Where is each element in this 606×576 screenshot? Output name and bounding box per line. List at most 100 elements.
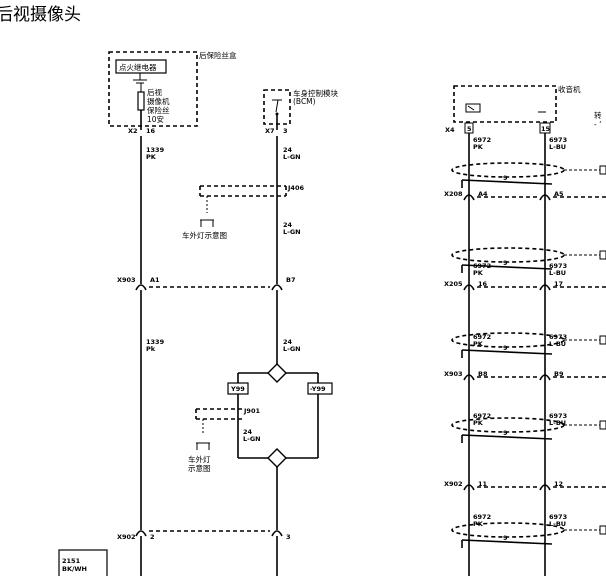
option-not-y99: -Y99 xyxy=(310,385,326,393)
connector-pin-a: B8 xyxy=(478,370,488,378)
connector-id: X205 xyxy=(444,280,463,288)
fuse-connector: X2 xyxy=(128,127,138,135)
connector-arc xyxy=(463,194,475,201)
page-title: 后视摄像头 xyxy=(0,5,81,25)
wire-bottom-color: BK/WH xyxy=(62,565,87,573)
wire-b1-number: 24 xyxy=(283,146,293,154)
ignition-relay-label: 点火继电器 xyxy=(119,62,157,72)
connector-pin-a: 16 xyxy=(478,280,488,288)
connector-arc xyxy=(463,284,475,291)
cut-text-2: - ‘ xyxy=(594,120,601,129)
rear-fuse-box-label: 后保险丝盒 xyxy=(199,50,237,60)
exterior-light-ref-1: 车外灯示意图 xyxy=(182,230,227,240)
splice-j406: J406 xyxy=(287,184,304,192)
wire-a2-color: Pk xyxy=(146,345,156,353)
exterior-light-ref-2-line-1: 车外灯 xyxy=(188,454,211,464)
connector-arc xyxy=(539,284,551,291)
wire-b2-number: 24 xyxy=(283,221,293,229)
twist-line xyxy=(461,264,553,270)
radio-pin-a: 5 xyxy=(467,125,472,133)
x903-connector: X903 xyxy=(117,276,136,284)
twist-line xyxy=(461,539,553,545)
wire-bu-color: L-BU xyxy=(549,143,566,151)
fuse-line-4: 10安 xyxy=(147,114,165,124)
connector-pin-b: B9 xyxy=(554,370,564,378)
x902-pin-b: 3 xyxy=(286,533,291,541)
wire-bu-number: 6973 xyxy=(549,262,567,270)
wire-b4-color: L-GN xyxy=(243,435,261,443)
shield-drain-terminal xyxy=(599,335,606,345)
option-y99: Y99 xyxy=(230,385,245,393)
shield-drain-terminal xyxy=(599,250,606,260)
wire-pk-color: PK xyxy=(473,419,484,427)
x903-pin-b: B7 xyxy=(286,276,295,284)
connector-pin-b: A5 xyxy=(554,190,564,198)
rear-camera-fuse xyxy=(137,91,145,111)
connector-id: X902 xyxy=(444,480,463,488)
ignition-relay xyxy=(115,59,167,74)
connector-pin-b: 12 xyxy=(554,480,563,488)
bcm-sub-label: (BCM) xyxy=(293,97,316,106)
twist-line xyxy=(461,179,553,185)
wire-bu-number: 6973 xyxy=(549,513,567,521)
connector-arc xyxy=(539,374,551,381)
shield-drain-terminal xyxy=(599,525,606,535)
exterior-light-ref-2-line-2: 示意图 xyxy=(188,463,211,473)
fuse-pin: 16 xyxy=(146,127,156,135)
fuse-line-2: 摄像机 xyxy=(147,96,170,106)
wire-bu-color: L-BU xyxy=(549,269,566,277)
x902-connector: X902 xyxy=(117,533,136,541)
wire-pk-color: PK xyxy=(473,269,484,277)
connector-arc xyxy=(463,374,475,381)
wire-b3-color: L-GN xyxy=(283,345,301,353)
wire-pk-number: 6972 xyxy=(473,412,491,420)
x902-pin-a: 2 xyxy=(150,533,155,541)
wire-b4-number: 24 xyxy=(243,428,253,436)
wire-bu-color: L-BU xyxy=(549,520,566,528)
twist-label: 9 xyxy=(503,534,508,542)
shield-drain-terminal xyxy=(599,165,606,175)
connector-arc xyxy=(539,484,551,491)
twist-line xyxy=(461,349,553,355)
cut-text-1: 转 xyxy=(594,110,602,120)
left-circuit: 后保险丝盒 点火继电器 后视 摄像机 保险丝 10安 X2 16 车身控制模块 … xyxy=(58,50,338,576)
connector-pin-a: 11 xyxy=(478,480,488,488)
bcm-pin: 3 xyxy=(283,127,288,135)
rear-fuse-box xyxy=(108,51,198,127)
connector-id: X903 xyxy=(444,370,463,378)
wire-pk-number: 6972 xyxy=(473,333,491,341)
wire-b1-color: L-GN xyxy=(283,153,301,161)
twist-line xyxy=(461,434,553,440)
fuse-line-1: 后视 xyxy=(147,87,162,97)
twist-label: 9 xyxy=(503,174,508,182)
right-circuit: 收音机 X4 5 15 转 - ‘ 6972PK6973L-BU6972PK69… xyxy=(444,84,606,576)
wire-bu-number: 6973 xyxy=(549,412,567,420)
bcm-label: 车身控制模块 xyxy=(293,88,338,98)
shield-drain-terminal xyxy=(599,420,606,430)
wire-pk-number: 6972 xyxy=(473,513,491,521)
radio-pin-b: 15 xyxy=(541,125,551,133)
wire-bu-number: 6973 xyxy=(549,136,567,144)
wire-a2-number: 1339 xyxy=(146,338,165,346)
wire-b3-number: 24 xyxy=(283,338,293,346)
wire-pk-number: 6972 xyxy=(473,136,491,144)
wire-pk-color: PK xyxy=(473,340,484,348)
wire-a1-color: PK xyxy=(146,153,157,161)
radio-box xyxy=(453,85,557,123)
wire-a1-number: 1339 xyxy=(146,146,165,154)
twist-label: 9 xyxy=(503,429,508,437)
bcm-connector: X7 xyxy=(265,127,275,135)
wire-bottom-number: 2151 xyxy=(62,557,81,565)
wire-bu-color: L-BU xyxy=(549,419,566,427)
wire-pk-color: PK xyxy=(473,143,484,151)
radio-connector: X4 xyxy=(445,126,455,134)
connector-arc xyxy=(463,484,475,491)
splice-j901: J901 xyxy=(243,407,260,415)
wire-bu-number: 6973 xyxy=(549,333,567,341)
connector-pin-a: A4 xyxy=(478,190,488,198)
x903-pin-a: A1 xyxy=(150,276,160,284)
connector-pin-b: 17 xyxy=(554,280,563,288)
connector-arc xyxy=(539,194,551,201)
connector-id: X208 xyxy=(444,190,463,198)
